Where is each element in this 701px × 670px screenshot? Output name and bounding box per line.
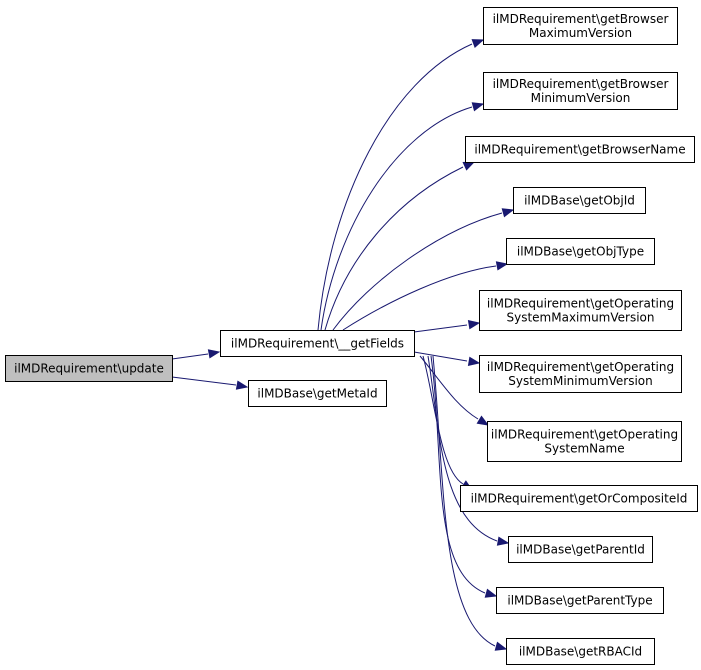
node-box bbox=[460, 485, 698, 512]
node-box bbox=[479, 355, 682, 393]
arrowhead-icon bbox=[471, 39, 485, 49]
node-getOperatingSystemMinimumVersion[interactable]: ilMDRequirement\getOperatingSystemMinimu… bbox=[479, 355, 682, 393]
edge-line bbox=[332, 212, 503, 331]
arrowhead-icon bbox=[462, 161, 476, 171]
node-getOrCompositeId[interactable]: ilMDRequirement\getOrCompositeId bbox=[460, 485, 698, 512]
node-getObjId[interactable]: ilMDBase\getObjId bbox=[513, 187, 646, 214]
node-label: SystemMinimumVersion bbox=[508, 374, 653, 388]
node-getBrowserName[interactable]: ilMDRequirement\getBrowserName bbox=[465, 136, 695, 163]
node-box bbox=[465, 136, 695, 163]
edge-getFields-to-getParentId bbox=[427, 355, 510, 546]
node-label: ilMDRequirement\getOperating bbox=[487, 360, 674, 374]
node-getFields[interactable]: ilMDRequirement\__getFields bbox=[220, 330, 415, 357]
node-getOperatingSystemMaximumVersion[interactable]: ilMDRequirement\getOperatingSystemMaximu… bbox=[479, 290, 682, 331]
node-box bbox=[479, 290, 682, 331]
edge-line bbox=[419, 355, 479, 420]
edge-update-to-getFields bbox=[171, 349, 221, 360]
node-box bbox=[513, 187, 646, 214]
edge-getFields-to-getRBACId bbox=[432, 355, 508, 651]
node-label: SystemName bbox=[544, 442, 624, 456]
edge-update-to-getMetaId bbox=[171, 376, 249, 390]
node-getParentType[interactable]: ilMDBase\getParentType bbox=[496, 587, 664, 614]
node-box bbox=[220, 330, 415, 357]
edge-line bbox=[427, 355, 498, 542]
node-label: ilMDBase\getObjId bbox=[524, 194, 635, 208]
edge-line bbox=[342, 265, 497, 331]
node-label: ilMDBase\getRBACId bbox=[519, 645, 642, 659]
node-box bbox=[506, 238, 655, 265]
arrowhead-icon bbox=[476, 415, 490, 426]
edge-getFields-to-getBrowserName bbox=[324, 161, 476, 331]
node-label: ilMDRequirement\getOrCompositeId bbox=[471, 492, 688, 506]
edge-getFields-to-getOrCompositeId bbox=[422, 355, 474, 491]
node-label: ilMDRequirement\update bbox=[14, 362, 164, 376]
node-box bbox=[483, 7, 678, 45]
node-label: ilMDBase\getObjType bbox=[517, 245, 644, 259]
arrowhead-icon bbox=[484, 588, 498, 598]
arrowhead-icon bbox=[467, 356, 481, 366]
edge-getFields-to-getBrowserMinimumVersion bbox=[320, 102, 485, 331]
node-box bbox=[487, 421, 682, 462]
arrowhead-icon bbox=[501, 208, 515, 218]
node-label: ilMDRequirement\getBrowser bbox=[493, 12, 669, 26]
node-label: ilMDBase\getMetaId bbox=[257, 387, 377, 401]
node-label: SystemMaximumVersion bbox=[506, 311, 654, 325]
edge-getFields-to-getOperatingSystemMinimumVersion bbox=[413, 351, 481, 366]
node-getRBACId[interactable]: ilMDBase\getRBACId bbox=[506, 638, 655, 665]
edge-line bbox=[171, 353, 209, 360]
arrowhead-icon bbox=[467, 320, 481, 330]
node-box bbox=[506, 638, 655, 665]
edge-line bbox=[317, 43, 473, 331]
edge-line bbox=[320, 106, 473, 331]
node-box bbox=[483, 72, 678, 110]
node-getParentId[interactable]: ilMDBase\getParentId bbox=[508, 536, 653, 563]
edge-line bbox=[422, 355, 464, 485]
node-box bbox=[5, 355, 173, 382]
node-label: ilMDBase\getParentId bbox=[516, 543, 645, 557]
node-box bbox=[508, 536, 653, 563]
nodes-layer: ilMDRequirement\update ilMDRequirement\__… bbox=[5, 7, 698, 665]
arrowhead-icon bbox=[494, 641, 508, 651]
edge-line bbox=[413, 324, 468, 333]
node-box bbox=[496, 587, 664, 614]
edge-line bbox=[171, 376, 237, 386]
arrowhead-icon bbox=[235, 380, 249, 390]
arrowhead-icon bbox=[496, 536, 510, 546]
node-label: ilMDRequirement\__getFields bbox=[231, 337, 404, 351]
edge-line bbox=[430, 355, 486, 594]
arrowhead-icon bbox=[495, 261, 509, 271]
edge-line bbox=[324, 166, 464, 331]
edge-getFields-to-getOperatingSystemMaximumVersion bbox=[413, 320, 481, 333]
arrowhead-icon bbox=[207, 349, 221, 359]
edge-getFields-to-getObjType bbox=[342, 261, 509, 331]
node-label: ilMDBase\getParentType bbox=[507, 594, 652, 608]
edge-getFields-to-getParentType bbox=[430, 355, 498, 598]
edge-getFields-to-getBrowserMaximumVersion bbox=[317, 39, 485, 331]
node-label: ilMDRequirement\getOperating bbox=[491, 428, 678, 442]
node-label: ilMDRequirement\getBrowser bbox=[493, 77, 669, 91]
node-box bbox=[248, 380, 387, 407]
node-getMetaId[interactable]: ilMDBase\getMetaId bbox=[248, 380, 387, 407]
node-update[interactable]: ilMDRequirement\update bbox=[5, 355, 173, 382]
edge-getFields-to-getObjId bbox=[332, 208, 515, 331]
node-label: MinimumVersion bbox=[531, 91, 631, 105]
edge-line bbox=[413, 351, 468, 362]
node-label: ilMDRequirement\getBrowserName bbox=[474, 143, 685, 157]
node-label: ilMDRequirement\getOperating bbox=[487, 297, 674, 311]
edge-getFields-to-getOperatingSystemName bbox=[419, 355, 490, 426]
arrowhead-icon bbox=[471, 102, 485, 112]
node-label: MaximumVersion bbox=[529, 26, 632, 40]
node-getObjType[interactable]: ilMDBase\getObjType bbox=[506, 238, 655, 265]
edge-line bbox=[432, 355, 496, 647]
edges-layer bbox=[171, 39, 515, 651]
